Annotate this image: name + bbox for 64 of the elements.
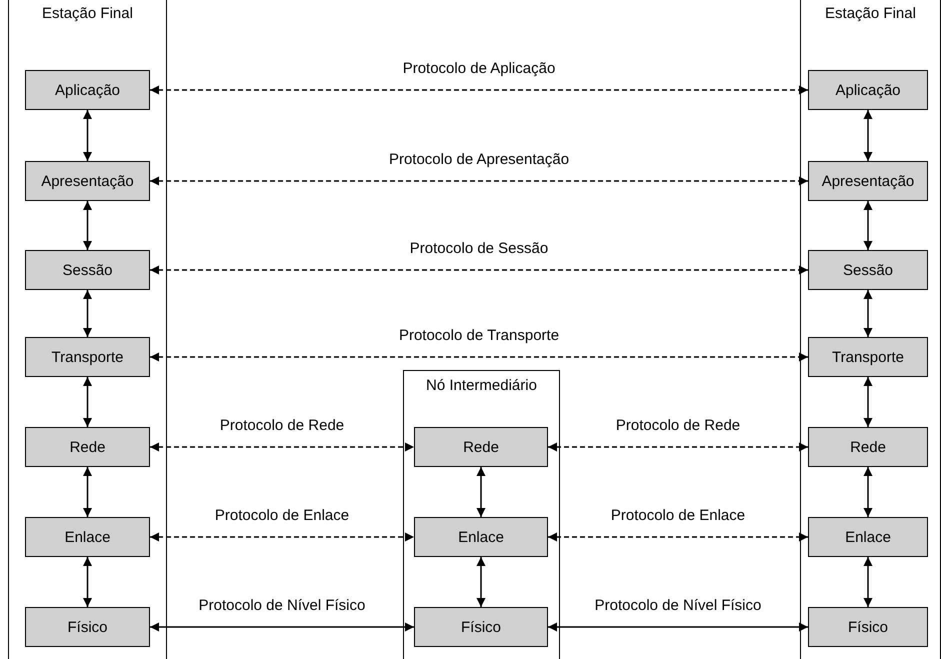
layer-name: Rede <box>70 438 106 456</box>
layer-name: Enlace <box>64 528 110 546</box>
layer-box <box>414 427 548 467</box>
layer-box <box>808 337 928 377</box>
layer-box <box>25 337 150 377</box>
arrow <box>83 377 92 427</box>
layer-name: Físico <box>848 618 888 636</box>
arrow <box>150 86 808 94</box>
arrow <box>864 557 872 607</box>
arrow <box>476 557 486 607</box>
arrow <box>150 532 414 542</box>
station-frame <box>8 0 167 659</box>
layer-box <box>25 250 150 290</box>
layer-box <box>25 517 150 557</box>
station-title: Estação Final <box>824 5 917 22</box>
layer-box <box>25 70 150 110</box>
arrow <box>864 110 872 161</box>
layer-box <box>25 607 150 647</box>
layer-box <box>808 161 928 201</box>
arrow <box>864 377 872 427</box>
layer-box <box>808 607 928 647</box>
layer-box <box>808 250 928 290</box>
arrow <box>150 266 808 274</box>
layer-box <box>414 607 548 647</box>
arrow <box>864 201 872 250</box>
station-frame <box>800 0 941 659</box>
arrow <box>150 622 414 632</box>
layer-box <box>808 70 928 110</box>
layer-name: Apresentação <box>41 172 134 190</box>
arrow <box>83 201 92 250</box>
layer-box <box>25 161 150 201</box>
layer-name: Rede <box>850 438 886 456</box>
layer-name: Físico <box>460 618 501 636</box>
layer-name: Transporte <box>52 348 124 366</box>
arrow <box>476 467 486 517</box>
arrow <box>864 467 872 517</box>
layer-name: Rede <box>463 438 499 456</box>
arrow <box>83 557 92 607</box>
arrow <box>548 442 808 452</box>
arrow <box>150 176 808 186</box>
layer-box <box>808 427 928 467</box>
arrow <box>864 290 872 337</box>
layer-name: Sessão <box>842 262 894 278</box>
arrow <box>150 352 808 362</box>
layer-name: Aplicação <box>835 82 901 98</box>
layer-name: Enlace <box>458 528 504 546</box>
arrow <box>150 442 414 452</box>
station-title: Estação Final <box>41 5 134 22</box>
layer-box <box>25 427 150 467</box>
arrow <box>83 290 92 337</box>
layer-box <box>414 517 548 557</box>
arrow <box>83 110 92 161</box>
layer-box <box>808 517 928 557</box>
layer-name: Aplicação <box>54 82 120 98</box>
layer-name: Sessão <box>62 262 113 278</box>
arrow <box>548 622 808 632</box>
layer-name: Apresentação <box>822 172 914 190</box>
station-title: Nó Intermediário <box>425 377 538 394</box>
layer-name: Físico <box>67 618 108 636</box>
edge-label: Protocolo de Aplicação <box>400 60 558 77</box>
layer-name: Enlace <box>845 528 891 546</box>
layer-name: Transporte <box>832 348 904 366</box>
arrow <box>83 467 92 517</box>
arrow <box>548 532 808 542</box>
